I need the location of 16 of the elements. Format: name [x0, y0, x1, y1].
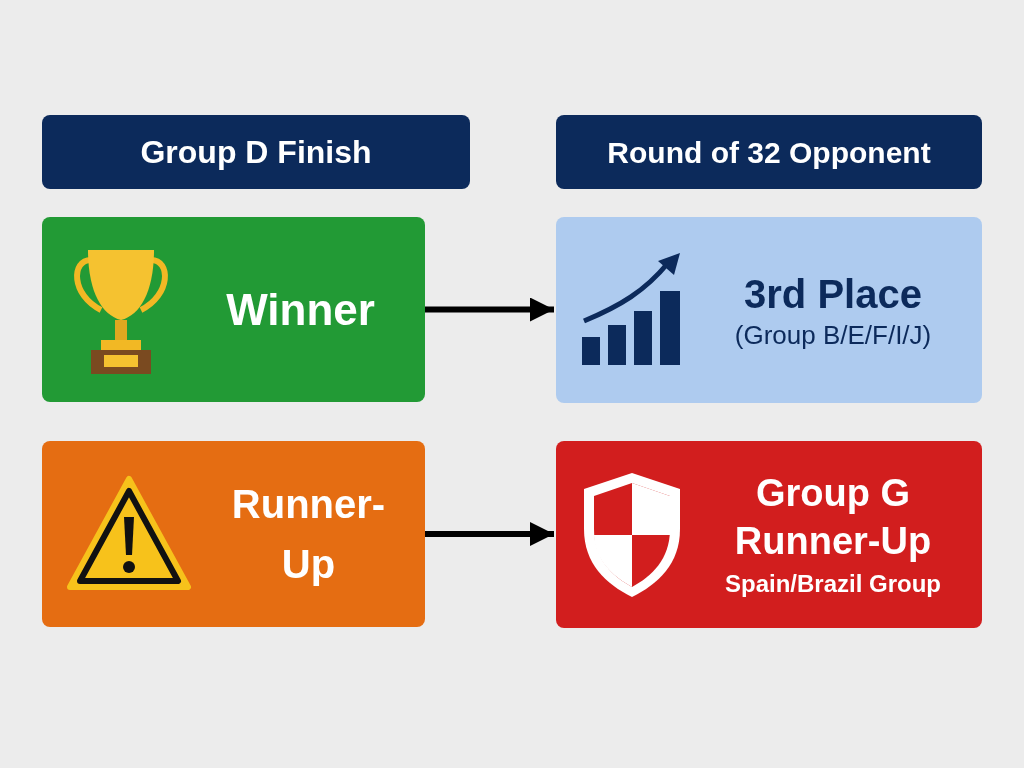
- arrow: [425, 522, 554, 546]
- opponent-box: [556, 217, 982, 403]
- result-box: [42, 441, 425, 627]
- result-box: [42, 217, 425, 402]
- box-subtitle: Spain/Brazil Group: [725, 569, 941, 599]
- box-subtitle: (Group B/E/F/I/J): [734, 318, 932, 352]
- column-header: [556, 115, 982, 189]
- arrow: [425, 297, 554, 322]
- box-title: Group D Finish: [140, 133, 372, 172]
- opponent-box: [556, 441, 982, 628]
- box-title: Winner: [226, 283, 375, 336]
- box-title: 3rd Place: [744, 270, 922, 318]
- column-header: [42, 115, 470, 189]
- box-title: Runner-Up: [230, 481, 387, 588]
- box-title: Group G Runner-Up: [733, 471, 933, 564]
- box-title: Round of 32 Opponent: [607, 134, 931, 171]
